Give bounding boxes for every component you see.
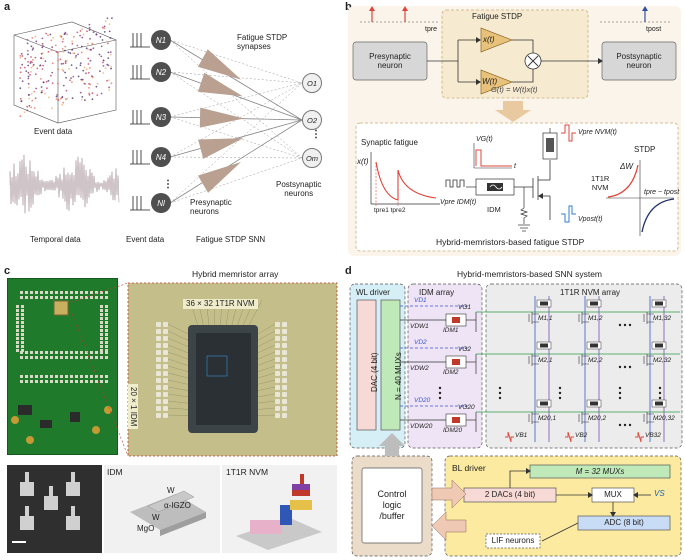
nvm-array-title: 1T1R NVM array <box>560 288 621 297</box>
vg-label-1: VG1 <box>458 304 472 311</box>
presynaptic-neuron-box: Presynaptic neuron <box>369 51 411 70</box>
gt-equation: G(t) = W(t)x(t) <box>491 85 538 94</box>
vg-label: VG(t) <box>476 136 493 143</box>
vg-label-3: VG20 <box>458 404 475 411</box>
lif-neurons-box: LIF neurons <box>491 536 535 545</box>
neuron-4: N4 <box>151 147 171 167</box>
neuron-ellipsis: ⋮ <box>163 179 173 190</box>
mgo-label: MgO <box>137 524 155 533</box>
idm-inset-label: IDM <box>107 467 123 477</box>
wl-driver-label: WL driver <box>356 288 390 297</box>
array-title: Hybrid memristor array <box>192 269 279 279</box>
dacs-box: 2 DACs (4 bit) <box>484 490 536 499</box>
control-logic-box: Control logic /buffer <box>377 489 407 521</box>
panel-label-d: d <box>345 265 352 277</box>
pcb-board <box>7 278 118 455</box>
idm-array-title: IDM array <box>419 288 455 297</box>
neuron-3: N3 <box>151 107 171 127</box>
cell-m-0-0: M1,1 <box>538 315 553 322</box>
bl-driver-label: BL driver <box>452 463 486 473</box>
cell-m-1-0: M2,1 <box>538 357 553 364</box>
panel-label-a: a <box>4 1 11 13</box>
xt-label: x(t) <box>483 35 495 44</box>
vpre-nvm-label: Vpre NVM(t) <box>578 129 617 136</box>
presynaptic-label: Presynaptic neurons <box>190 198 232 217</box>
neuron-5: Nl <box>151 193 171 213</box>
snn-label: Fatigue STDP SNN <box>196 235 266 244</box>
neuron-2: N2 <box>151 62 171 82</box>
vb-label-3: VB32 <box>645 432 661 439</box>
idm-cell-label-1: IDM1 <box>443 327 459 334</box>
cell-m-1-2: M2,32 <box>653 357 672 364</box>
muxs-label: N = 40 MUXs <box>394 352 403 400</box>
vb-label-2: VB2 <box>575 432 588 439</box>
output-neuron-1: O1 <box>302 73 322 93</box>
vd-label-2: VD2 <box>414 339 427 346</box>
output-neuron-3: Om <box>302 148 322 168</box>
vd-label-1: VD1 <box>414 297 427 304</box>
postsynaptic-label: Postsynaptic neurons <box>276 180 322 199</box>
adc-box: ADC (8 bit) <box>604 518 644 527</box>
fatigue-synapses-label: Fatigue STDP synapses <box>237 33 288 52</box>
cell-m-2-0: M20,1 <box>538 415 557 422</box>
neuron-1: N1 <box>151 30 171 50</box>
cell-m-2-2: M20,32 <box>653 415 675 422</box>
vs-label: VS <box>654 489 665 498</box>
dw-label: ΔW <box>620 162 633 171</box>
cell-m-0-2: M1,32 <box>653 315 672 322</box>
idm-array-label: 20 × 1 IDM <box>128 384 138 430</box>
w-top-label: W <box>167 486 175 495</box>
tpre-label: tpre <box>425 26 438 33</box>
panel-label-c: c <box>4 265 11 277</box>
nvm-array-label: 36 × 32 1T1R NVM <box>183 299 258 309</box>
panel-label-b: b <box>345 1 352 13</box>
mux-box: MUX <box>604 490 622 499</box>
t-axis-label: t <box>514 163 516 170</box>
output-ellipsis: ⋮ <box>311 129 321 140</box>
wt-label: W(t) <box>482 77 498 86</box>
idm-cell-label-2: IDM2 <box>443 369 459 376</box>
vpost-label: Vpost(t) <box>578 216 603 223</box>
vb-label-1: VB1 <box>515 432 528 439</box>
fatigue-stdp-title: Fatigue STDP <box>472 12 523 21</box>
vpre-idm-label: Vpre IDM(t) <box>440 199 477 206</box>
nvm-inset-label: 1T1R NVM <box>226 467 269 477</box>
vg-label-2: VG2 <box>458 346 472 353</box>
nvm-1t1r-label: 1T1R NVM <box>591 174 610 192</box>
synaptic-fatigue-label: Synaptic fatigue <box>361 138 418 147</box>
dac-label: DAC (4 bit) <box>370 352 379 392</box>
tpre-tpost-label: tpre − tpost <box>644 189 680 196</box>
d-title: Hybrid-memristors-based SNN system <box>457 269 602 279</box>
bl-mux-box: M = 32 MUXs <box>575 466 625 476</box>
stdp-label: STDP <box>634 145 656 154</box>
postsynaptic-neuron-box: Postsynaptic neuron <box>616 51 662 70</box>
w-bottom-label: W <box>152 513 160 522</box>
cell-m-2-1: M20,2 <box>588 415 607 422</box>
idm-cell-label-3: IDM20 <box>443 427 463 434</box>
cell-m-0-1: M1,2 <box>588 315 603 322</box>
output-neuron-2: O2 <box>302 110 322 130</box>
event-data-label: Event data <box>34 127 73 136</box>
idm-label-b: IDM <box>487 205 501 214</box>
event-data-label-2: Event data <box>126 235 165 244</box>
vdw-label-1: VDW1 <box>410 323 429 330</box>
cell-m-1-1: M2,2 <box>588 357 603 364</box>
vdw-label-2: VDW2 <box>410 365 429 372</box>
tpost-label: tpost <box>646 26 662 33</box>
igzo-label: α-IGZO <box>164 501 191 510</box>
tpre12-label: tpre1 tpre2 <box>374 207 406 214</box>
panel-b-footer: Hybrid-memristors-based fatigue STDP <box>436 237 585 247</box>
vd-label-3: VD20 <box>414 397 431 404</box>
temporal-data-label: Temporal data <box>30 235 81 244</box>
vdw-label-3: VDW20 <box>410 423 433 430</box>
xt-axis-label: x(t) <box>357 157 369 166</box>
